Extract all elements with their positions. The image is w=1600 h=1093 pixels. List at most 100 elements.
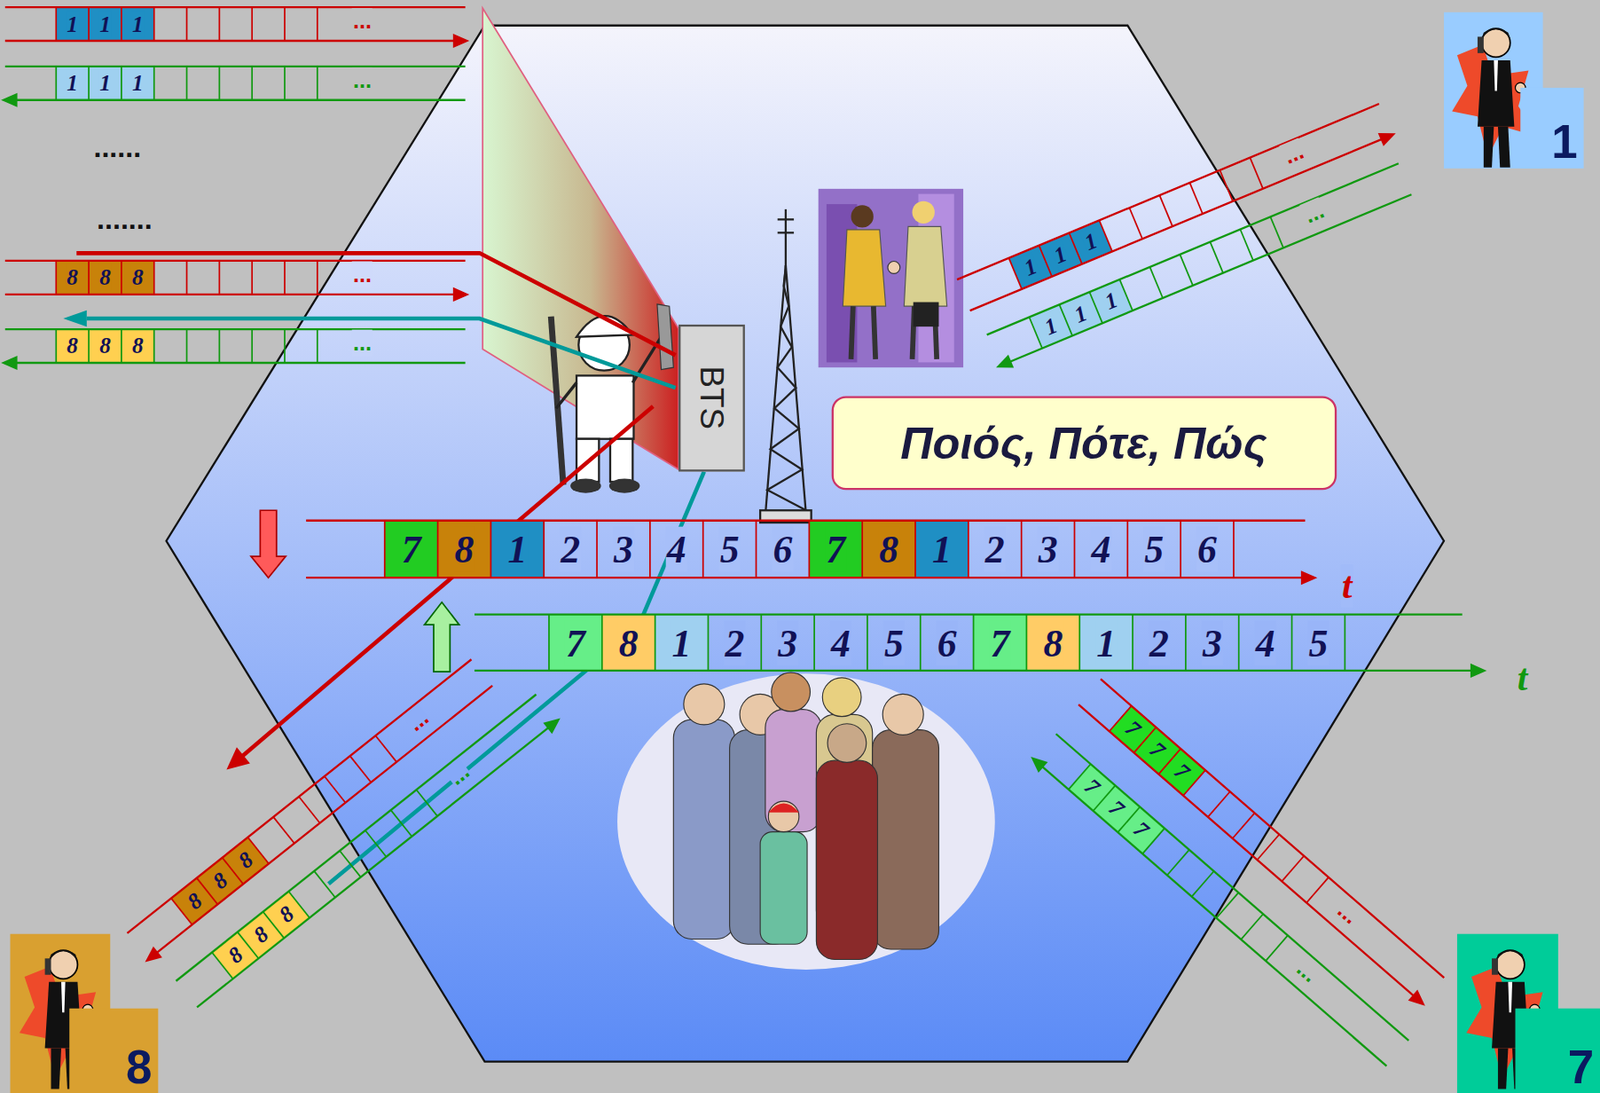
handshake-picture [913,302,940,328]
frame-strip [1030,733,1409,1066]
slot-number: 7 [564,619,587,666]
slot-number: 4 [1254,619,1277,666]
slot-divider [375,735,397,762]
crowd-picture [768,802,800,812]
question-box: Ποιός, Πότε, Πώς [831,395,1337,490]
slot-divider [283,329,286,363]
antenna-tower [777,218,794,220]
slot-divider [87,260,90,295]
slot-divider [54,7,57,41]
ellipsis: ... [1332,896,1365,931]
slot-divider [54,260,57,295]
slot-divider [1179,254,1193,286]
slot-divider [54,66,57,101]
slot-divider [1215,892,1239,918]
slot-number: 4 [666,526,688,573]
slot-number: 8 [98,332,112,360]
slot-divider [120,329,123,363]
strip-line [474,612,1463,615]
time-slot-fill [263,891,310,939]
slot-number: 8 [618,619,640,666]
time-slot-fill [655,614,709,671]
strip-line [474,669,1483,672]
slot-number: 8 [65,332,79,360]
hunter-figure [570,478,602,494]
ellipsis: ... [352,329,373,357]
strip-line [1056,733,1410,1041]
slot-divider [1068,233,1083,265]
slot-divider [967,520,970,578]
node-text: Ποιός, Πότε, Πώς [900,417,1267,468]
slot-divider [542,520,545,578]
slot-number: 5 [883,619,905,666]
slot-number: 4 [1090,526,1112,573]
slot-divider [153,329,156,363]
frame-strip [987,163,1412,368]
time-slot-fill [121,260,155,295]
leader-line [76,252,705,884]
frame-strip [305,520,1318,585]
handshake-picture [903,226,947,306]
slot-divider [755,520,758,578]
time-slot-fill [1068,219,1113,264]
slot-divider [1270,216,1284,248]
slot-number: 1 [65,10,79,38]
slot-divider [1232,520,1235,578]
time-slot-fill [55,329,89,363]
slot-divider [250,260,253,295]
slot-divider [1257,834,1280,861]
slot-number: 8 [1042,619,1064,666]
slot-divider [218,260,220,295]
strip-arrowhead [453,33,470,48]
crowd-picture [882,693,924,735]
time-slot-fill [438,520,492,578]
handshake-picture [842,229,886,306]
user-badge: 1 [1520,87,1584,169]
time-slot-fill [88,66,122,101]
slot-divider [1291,614,1294,671]
slot-number: 5 [1143,526,1165,573]
slot-divider [186,260,189,295]
strip-line [5,293,466,296]
slot-number: 6 [771,526,793,573]
antenna-tower [777,231,794,234]
slot-divider [919,614,922,671]
slot-number: 8 [65,264,79,291]
frame-strip [5,260,470,302]
slot-number: 1 [670,619,692,666]
time-slot-fill [121,7,155,41]
slot-divider [1129,207,1143,239]
slot-divider [350,755,372,783]
frame-strip [474,614,1487,678]
crowd-picture [822,677,862,717]
slot-number: 1 [506,526,528,573]
slot-divider [365,830,387,857]
time-slot-fill [549,614,603,671]
slot-divider [914,520,917,578]
time-slot-fill [55,66,89,101]
slot-number: 1 [1095,619,1117,666]
slot-number: 8 [131,264,145,291]
slot-divider [1265,934,1288,961]
slot-divider [153,260,156,295]
time-slot-fill [121,66,155,101]
slot-divider [601,614,604,671]
slot-divider [316,329,319,363]
slot-divider [1344,614,1347,671]
slot-divider [87,7,90,41]
strip-line [1034,759,1388,1067]
slot-divider [153,66,156,101]
crowd-picture [827,723,867,763]
slot-divider [283,66,286,101]
slot-number: 8 [98,264,112,291]
crowd-picture [673,719,735,939]
slot-divider [283,260,286,295]
hunter-figure [550,304,674,494]
beam-wedge [482,7,679,470]
slot-divider [1131,614,1134,671]
strip-line [5,361,466,364]
slot-divider [298,796,321,824]
node-text: 7 [1568,1041,1594,1093]
time-slot-fill [88,260,122,295]
